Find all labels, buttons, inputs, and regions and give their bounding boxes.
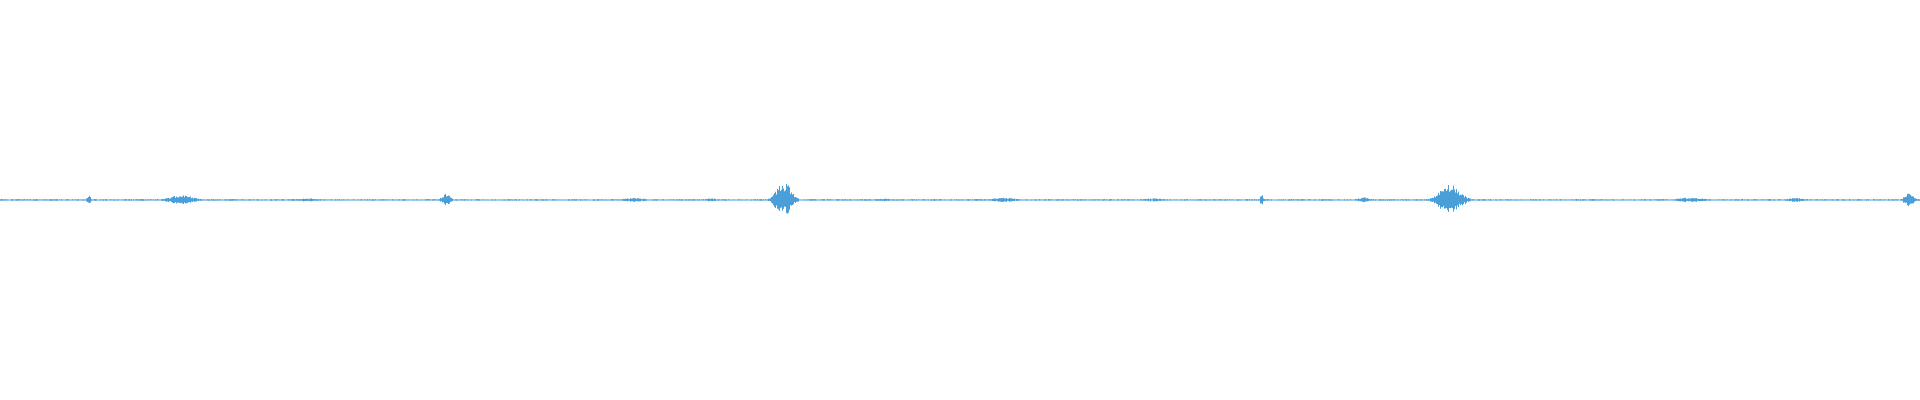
waveform-path <box>0 183 1920 214</box>
